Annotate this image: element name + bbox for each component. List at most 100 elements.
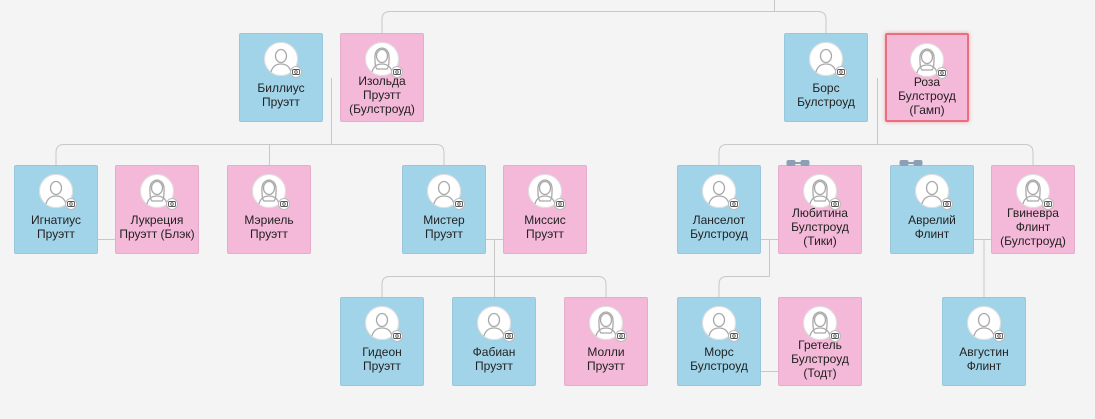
male-avatar-icon xyxy=(477,306,515,342)
person-name-line: Пруэтт xyxy=(425,227,463,241)
person-name-line: Роза xyxy=(913,75,941,89)
person-name-line: Булстроуд xyxy=(791,220,849,234)
person-name-line: Любитина xyxy=(792,206,848,220)
connector-line xyxy=(774,11,827,33)
camera-icon[interactable] xyxy=(503,330,515,342)
person-name-line: Булстроуд xyxy=(898,89,956,103)
person-name-line: Августин xyxy=(959,345,1009,359)
person-name-line: Пруэтт xyxy=(526,227,564,241)
female-avatar-icon xyxy=(803,306,841,342)
person-name-line: Фабиан xyxy=(472,345,516,359)
connector-line xyxy=(877,144,1034,165)
camera-icon[interactable] xyxy=(1042,198,1054,210)
camera-icon[interactable] xyxy=(290,66,302,78)
person-name-line: Мэриель xyxy=(244,213,294,227)
person-name-line: (Булстроуд) xyxy=(1000,234,1066,248)
person-name-line: Булстроуд xyxy=(690,359,748,373)
person-name-line: Гидеон xyxy=(362,345,402,359)
male-avatar-icon xyxy=(702,174,740,210)
person-name-line: Аврелий xyxy=(908,213,956,227)
camera-icon[interactable] xyxy=(554,198,566,210)
connector-line xyxy=(494,276,607,297)
female-avatar-icon xyxy=(910,43,948,79)
camera-icon[interactable] xyxy=(615,330,627,342)
camera-icon[interactable] xyxy=(993,330,1005,342)
connector-line xyxy=(331,144,445,165)
person-name-line: Флинт xyxy=(914,227,950,241)
female-avatar-icon xyxy=(803,174,841,210)
person-name-line: Флинт xyxy=(1015,220,1051,234)
connector-line xyxy=(381,0,775,33)
male-avatar-icon xyxy=(809,42,847,78)
person-name-line: Пруэтт xyxy=(262,95,300,109)
person-name-line: Булстроуд xyxy=(791,352,849,366)
person-name-line: Морс xyxy=(704,345,734,359)
person-name-line: Пруэтт xyxy=(37,227,75,241)
connector-line xyxy=(381,276,495,297)
camera-icon[interactable] xyxy=(166,198,178,210)
camera-icon[interactable] xyxy=(941,198,953,210)
camera-icon[interactable] xyxy=(65,198,77,210)
person-name-line: Булстроуд xyxy=(797,95,855,109)
camera-icon[interactable] xyxy=(936,67,948,79)
person-name-line: (Тики) xyxy=(803,234,837,248)
male-avatar-icon xyxy=(702,306,740,342)
camera-icon[interactable] xyxy=(829,330,841,342)
person-name-line: Миссис xyxy=(524,213,566,227)
person-name-line: Флинт xyxy=(966,359,1002,373)
person-name-line: Пруэтт xyxy=(587,359,625,373)
camera-icon[interactable] xyxy=(391,66,403,78)
camera-icon[interactable] xyxy=(728,198,740,210)
camera-icon[interactable] xyxy=(278,198,290,210)
person-name-line: Пруэтт xyxy=(475,359,513,373)
camera-icon[interactable] xyxy=(453,198,465,210)
male-avatar-icon xyxy=(915,174,953,210)
chain-link-icon[interactable] xyxy=(899,154,923,166)
male-avatar-icon xyxy=(264,42,302,78)
person-name-line: (Тодт) xyxy=(803,366,837,380)
person-name-line: Пруэтт xyxy=(363,359,401,373)
connector-line xyxy=(718,276,770,297)
camera-icon[interactable] xyxy=(391,330,403,342)
camera-icon[interactable] xyxy=(728,330,740,342)
female-avatar-icon xyxy=(1016,174,1054,210)
male-avatar-icon xyxy=(39,174,77,210)
chain-link-icon[interactable] xyxy=(786,154,810,166)
person-name-line: Булстроуд xyxy=(690,227,748,241)
person-name-line: Мистер xyxy=(423,213,465,227)
person-name-line: Гретель xyxy=(798,338,842,352)
camera-icon[interactable] xyxy=(835,66,847,78)
camera-icon[interactable] xyxy=(829,198,841,210)
connector-line xyxy=(718,144,878,165)
